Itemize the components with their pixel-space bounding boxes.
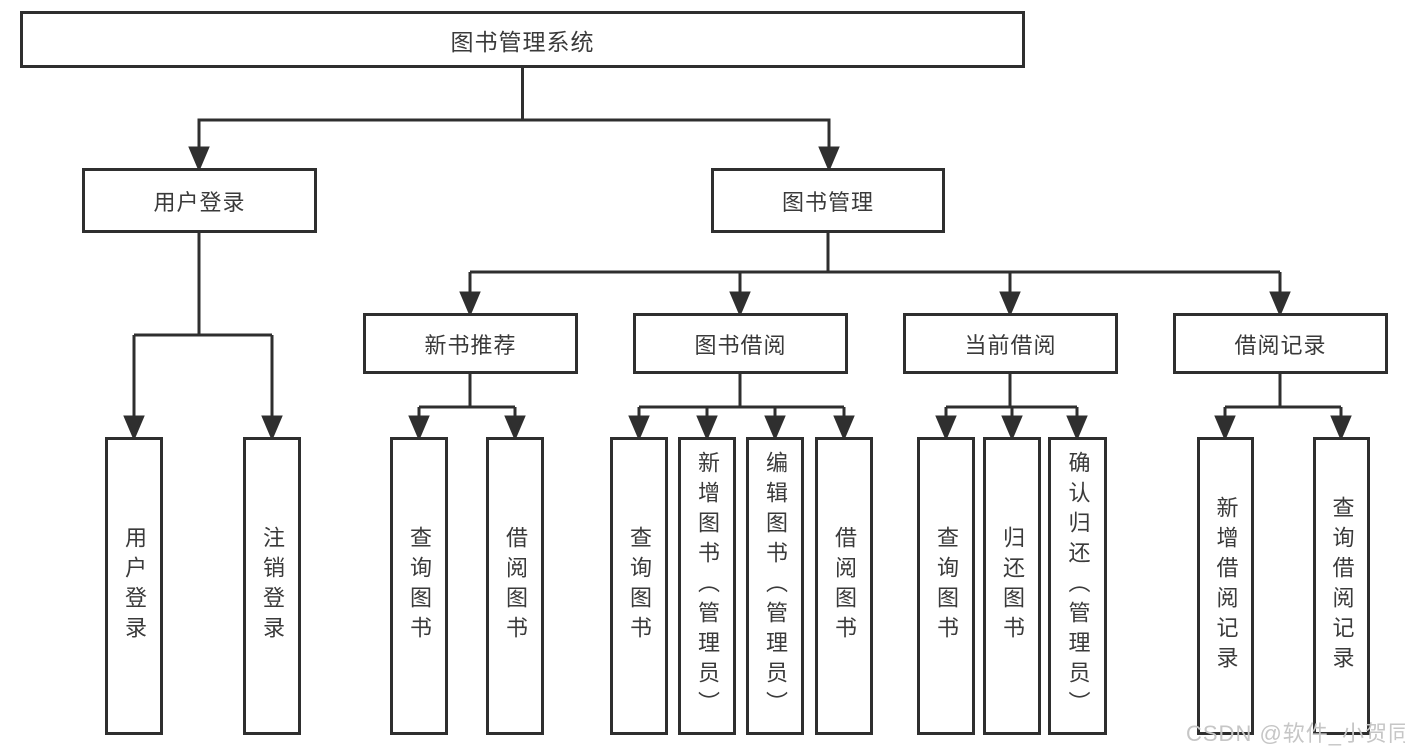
node-borrow-records: 借阅记录 bbox=[1173, 313, 1388, 374]
node-current-confirm-return-admin: 确认归还（管理员） bbox=[1048, 437, 1107, 735]
node-newrec-query-books: 查询图书 bbox=[390, 437, 448, 735]
connector-root-to-level2 bbox=[188, 66, 840, 172]
node-book-management: 图书管理 bbox=[711, 168, 945, 233]
node-user-login: 用户登录 bbox=[82, 168, 317, 233]
node-label: 归还图书 bbox=[1000, 526, 1025, 646]
node-label: 注销登录 bbox=[260, 526, 285, 646]
node-label: 新增借阅记录 bbox=[1213, 496, 1239, 676]
node-newrec-borrow-books: 借阅图书 bbox=[486, 437, 544, 735]
node-leaf-logout: 注销登录 bbox=[243, 437, 301, 735]
node-records-query-record: 查询借阅记录 bbox=[1313, 437, 1370, 735]
node-label: 新增图书（管理员） bbox=[695, 451, 720, 721]
node-borrow-query-books: 查询图书 bbox=[610, 437, 668, 735]
node-book-borrow: 图书借阅 bbox=[633, 313, 848, 374]
node-label: 借阅图书 bbox=[503, 526, 528, 646]
node-label: 用户登录 bbox=[122, 526, 147, 646]
node-label: 图书借阅 bbox=[694, 332, 787, 358]
node-current-borrow: 当前借阅 bbox=[903, 313, 1118, 374]
connector-book-borrow-children bbox=[628, 372, 855, 441]
node-label: 查询图书 bbox=[407, 526, 432, 646]
node-borrow-edit-books-admin: 编辑图书（管理员） bbox=[746, 437, 804, 735]
node-leaf-user-login: 用户登录 bbox=[105, 437, 163, 735]
node-label: 借阅图书 bbox=[832, 526, 857, 646]
node-records-add-record: 新增借阅记录 bbox=[1197, 437, 1254, 735]
node-label: 借阅记录 bbox=[1234, 332, 1327, 358]
csdn-watermark: CSDN @软件_小贺同学 bbox=[1186, 721, 1405, 746]
connector-book-mgmt-to-level3 bbox=[459, 231, 1291, 317]
node-root: 图书管理系统 bbox=[20, 11, 1025, 68]
node-label: 编辑图书（管理员） bbox=[763, 451, 788, 721]
node-label: 用户登录 bbox=[153, 189, 246, 215]
node-label: 查询图书 bbox=[627, 526, 652, 646]
node-current-query-books: 查询图书 bbox=[917, 437, 975, 735]
node-borrow-add-books-admin: 新增图书（管理员） bbox=[678, 437, 736, 735]
node-label: 新书推荐 bbox=[424, 332, 517, 358]
node-current-return-books: 归还图书 bbox=[983, 437, 1041, 735]
node-label: 图书管理系统 bbox=[450, 28, 595, 55]
node-label: 图书管理 bbox=[781, 189, 874, 215]
connector-user-login-children bbox=[123, 231, 283, 441]
connector-new-book-children bbox=[408, 372, 526, 441]
node-new-book-recommend: 新书推荐 bbox=[363, 313, 578, 374]
connector-borrow-records-children bbox=[1214, 372, 1352, 441]
node-label: 当前借阅 bbox=[964, 332, 1057, 358]
node-borrow-borrow-books: 借阅图书 bbox=[815, 437, 873, 735]
node-label: 查询借阅记录 bbox=[1329, 496, 1355, 676]
connector-current-borrow-children bbox=[935, 372, 1088, 441]
node-label: 确认归还（管理员） bbox=[1065, 451, 1091, 721]
node-label: 查询图书 bbox=[934, 526, 959, 646]
